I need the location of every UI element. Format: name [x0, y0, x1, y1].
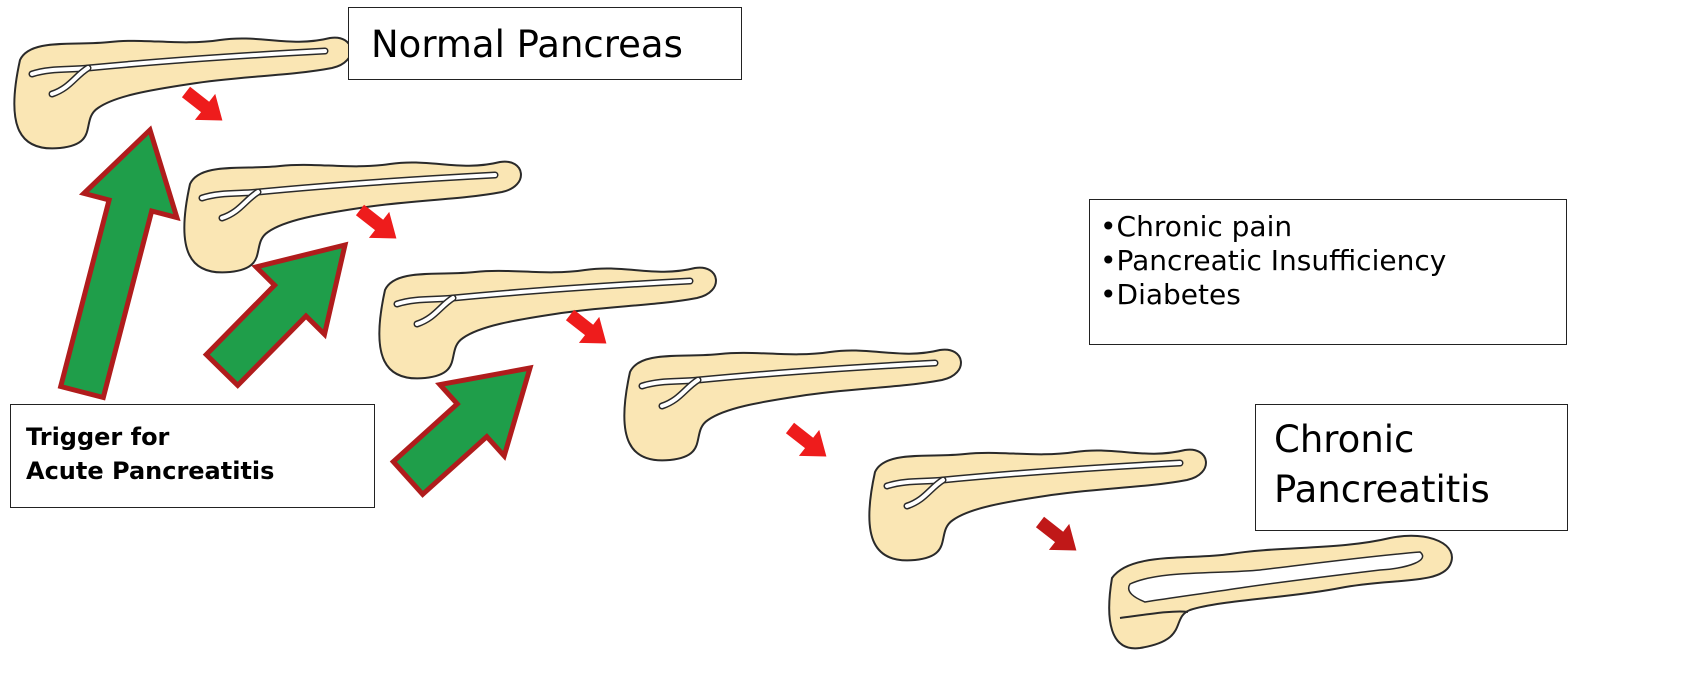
progression-arrow-icon [1030, 509, 1087, 563]
pancreas-illustration [184, 162, 521, 273]
chronic-pancreatitis-label: Chronic Pancreatitis [1255, 404, 1568, 531]
normal-pancreas-label: Normal Pancreas [348, 7, 742, 80]
trigger-label-line1: Trigger for [26, 420, 374, 454]
progression-arrow-icon [176, 79, 233, 133]
symptom-item: •Pancreatic Insufficiency [1100, 244, 1566, 278]
trigger-label: Trigger for Acute Pancreatitis [10, 404, 375, 508]
chronic-pancreas-illustration [1109, 536, 1452, 649]
chronic-label-line2: Pancreatitis [1274, 465, 1567, 515]
symptom-item: •Diabetes [1100, 278, 1566, 312]
trigger-arrow-icon [393, 368, 530, 494]
symptom-item: •Chronic pain [1100, 210, 1566, 244]
pancreas-illustration [869, 450, 1206, 561]
trigger-arrow-icon [61, 130, 177, 398]
trigger-label-line2: Acute Pancreatitis [26, 454, 374, 488]
symptoms-box: •Chronic pain •Pancreatic Insufficiency … [1089, 199, 1567, 345]
pancreas-illustration [624, 350, 961, 461]
progression-arrow-icon [780, 415, 837, 469]
pancreas-illustration [14, 38, 351, 149]
chronic-label-line1: Chronic [1274, 415, 1567, 465]
normal-pancreas-text: Normal Pancreas [371, 23, 683, 66]
